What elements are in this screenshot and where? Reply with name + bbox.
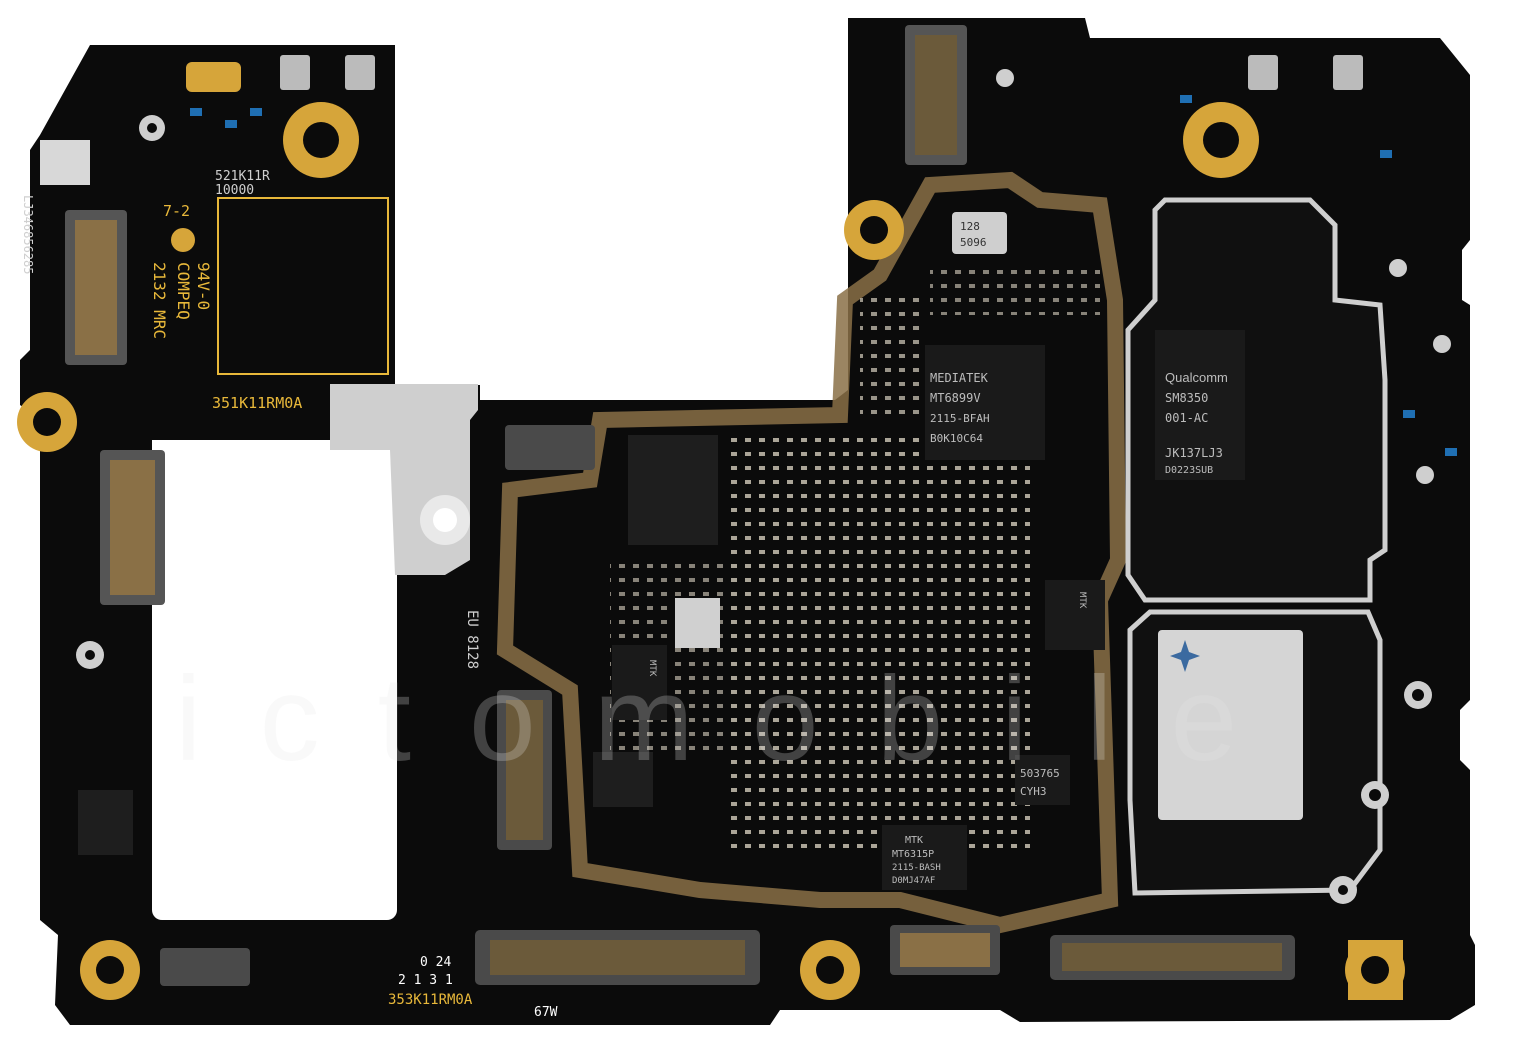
connector-top [905,25,967,165]
passive-components [730,430,1030,850]
svg-text:2115-BFAH: 2115-BFAH [930,412,990,425]
date-code: 2132 MRC [150,262,169,339]
part-number-lower: 353K11RM0A [388,992,473,1008]
svg-text:MTK: MTK [647,660,657,677]
chip-dark [593,752,653,807]
eu-code: EU 8128 [464,610,480,669]
date-lower-1: 0 24 [420,955,451,970]
qr-code [40,140,90,185]
underfill-glue [496,171,1127,934]
spring-contacts [280,55,1363,90]
connector-left-upper [65,210,127,365]
shield-pad [675,598,720,648]
connector-left-lower [100,450,165,605]
rf-shield-modem [1125,197,1388,603]
maker-mark: COMPEQ [174,262,193,320]
blue-capacitors [190,95,1457,456]
chip-dark [628,435,718,545]
mtk-pmic-small: MTK [612,645,667,720]
connector-bottom-main [475,930,760,985]
power-rating: 67W [534,1005,558,1020]
serial-side: LJ346856285 [21,195,35,274]
svg-text:MTK: MTK [1077,592,1087,609]
small-chip: 503765 CYH3 [1015,755,1070,805]
board-cutout [152,440,397,920]
svg-text:MT6315P: MT6315P [892,849,934,860]
svg-text:D0223SUB: D0223SUB [1165,465,1213,476]
svg-text:MTK: MTK [905,835,923,846]
svg-text:JK137LJ3: JK137LJ3 [1165,446,1223,460]
revision: 7-2 [163,202,190,220]
rating-mark: 94V-0 [194,262,213,310]
silkscreen: 521K11R 10000 7-2 94V-0 COMPEQ 2132 MRC … [21,169,558,1020]
mediatek-soc-chip: MEDIATEK MT6899V 2115-BFAH B0K10C64 [925,345,1045,460]
watermark: ictomobile [175,652,1295,786]
board-code: 521K11R [215,169,270,184]
memory-chip [1158,630,1303,820]
part-number-upper: 351K11RM0A [212,394,302,412]
svg-text:MT6899V: MT6899V [930,391,981,405]
svg-text:Qualcomm: Qualcomm [1165,370,1228,385]
svg-text:5096: 5096 [960,236,987,249]
svg-text:CYH3: CYH3 [1020,785,1047,798]
svg-text:SM8350: SM8350 [1165,391,1208,405]
svg-text:2115-BASH: 2115-BASH [892,863,941,873]
pmic-chip: MTK MT6315P 2115-BASH D0MJ47AF [882,825,967,890]
svg-text:D0MJ47AF: D0MJ47AF [892,876,935,886]
mtk-pmic-side: MTK [1045,580,1105,650]
svg-text:B0K10C64: B0K10C64 [930,432,983,445]
date-lower-2: 2 1 3 1 [398,973,453,988]
svg-text:MEDIATEK: MEDIATEK [930,371,989,385]
connector-mid [160,425,595,986]
svg-text:001-AC: 001-AC [1165,411,1208,425]
board-code-sub: 10000 [215,183,254,198]
connector-bottom-small [890,925,1000,975]
chip-dark [78,790,133,855]
crystal-oscillator: 128 5096 [952,212,1007,254]
connector-bottom-right [1050,935,1295,980]
svg-text:503765: 503765 [1020,767,1060,780]
qualcomm-modem-chip: Qualcomm SM8350 001-AC JK137LJ3 D0223SUB [1155,330,1245,480]
gold-component [186,62,241,92]
svg-text:128: 128 [960,220,980,233]
